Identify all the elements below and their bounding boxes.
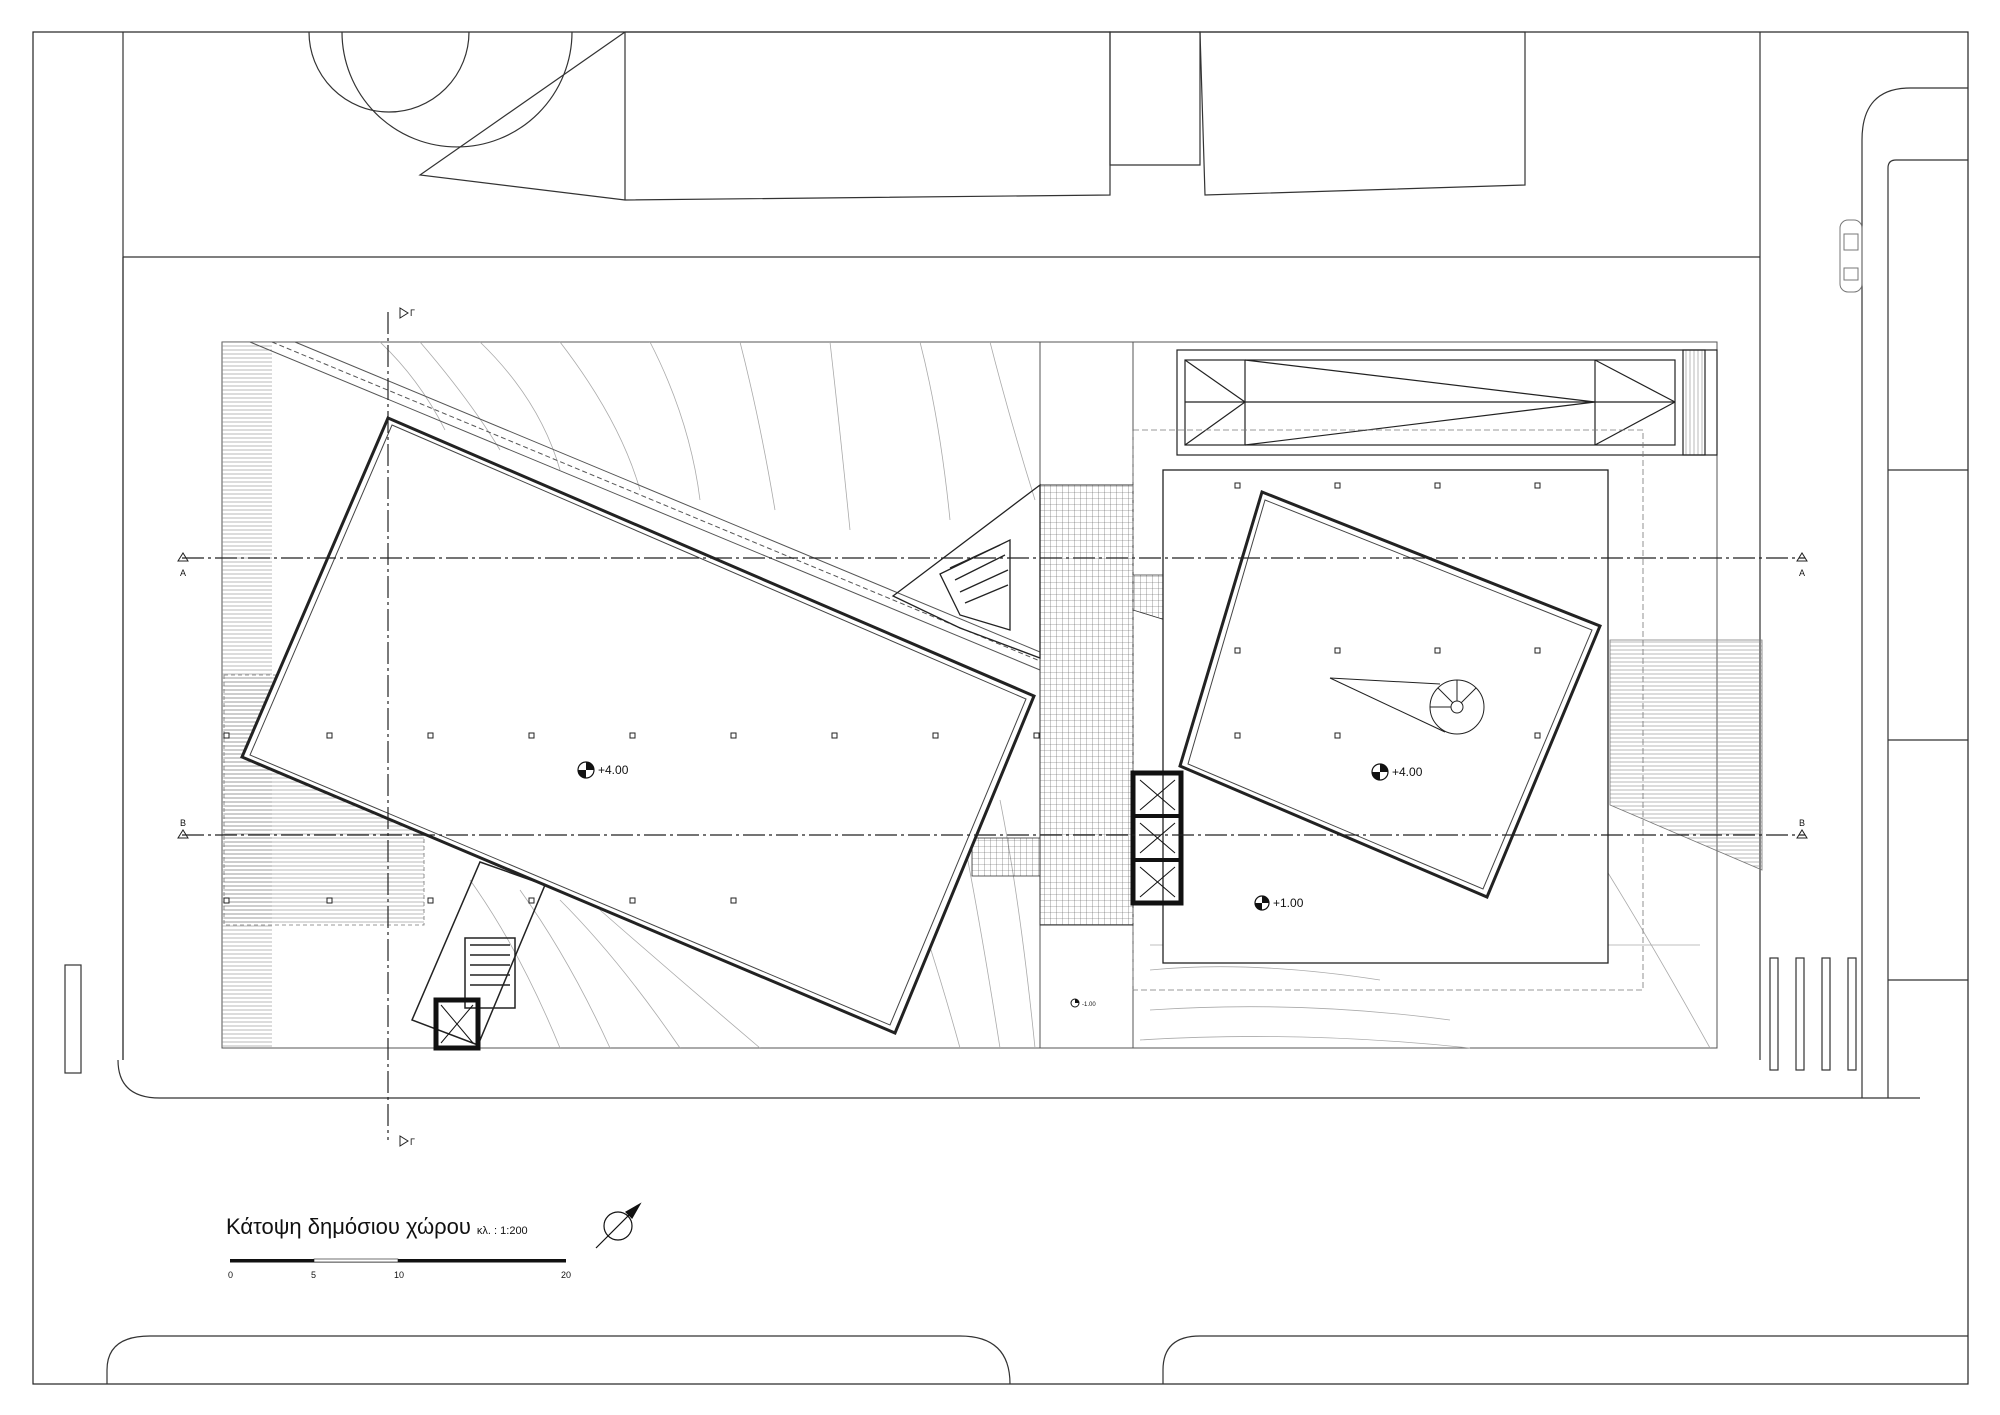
level-marker-icon — [1070, 998, 1080, 1008]
walkway-link-left — [971, 837, 1041, 877]
street-context — [64, 31, 1968, 1385]
elevator-stack — [1130, 770, 1184, 906]
level-marker-icon — [1254, 895, 1270, 911]
diagonal-path — [249, 341, 1041, 671]
column-grid — [223, 482, 1541, 904]
drawing-title: Κάτοψη δημόσιου χώρου κλ. : 1:200 — [226, 1214, 528, 1240]
section-marker-arrows — [177, 307, 1808, 1147]
scale-tick-5: 5 — [311, 1270, 316, 1280]
scale-label: κλ. : 1:200 — [476, 1225, 528, 1237]
right-building-roof-inner — [1187, 499, 1593, 890]
spiral-stair — [1329, 677, 1485, 735]
section-label-top: Γ — [410, 308, 415, 318]
central-walkway — [1039, 484, 1134, 926]
level-small-mark: -1.00 — [1082, 1002, 1096, 1008]
scale-tick-10: 10 — [394, 1270, 404, 1280]
section-label-b-right: Β — [1799, 818, 1805, 828]
right-building-roof — [1178, 490, 1602, 899]
section-label-b-left: Β — [180, 818, 186, 828]
level-right-roof: +4.00 — [1392, 765, 1423, 779]
level-marker-icon — [1371, 763, 1389, 781]
section-label-a-right: Α — [1799, 568, 1805, 578]
section-label-bottom: Γ — [410, 1137, 415, 1147]
left-building-roof — [240, 416, 1036, 1035]
level-left-roof: +4.00 — [598, 763, 629, 777]
car-icon — [1839, 219, 1863, 293]
north-arrow-icon — [595, 1202, 642, 1249]
title-text: Κάτοψη δημόσιου χώρου — [226, 1214, 471, 1239]
scale-bar — [230, 1258, 566, 1263]
right-ramp — [1609, 639, 1763, 871]
level-courtyard: +1.00 — [1273, 896, 1304, 910]
left-elevator — [433, 997, 481, 1051]
pergola — [1176, 349, 1718, 456]
scale-tick-20: 20 — [561, 1270, 571, 1280]
level-marker-icon — [577, 761, 595, 779]
left-building-roof-inner — [249, 424, 1027, 1026]
scale-tick-0: 0 — [228, 1270, 233, 1280]
center-stair — [891, 483, 1041, 659]
section-label-a-left: Α — [180, 568, 186, 578]
courtyard-edge — [1132, 429, 1644, 991]
section-axes — [182, 312, 1805, 1140]
